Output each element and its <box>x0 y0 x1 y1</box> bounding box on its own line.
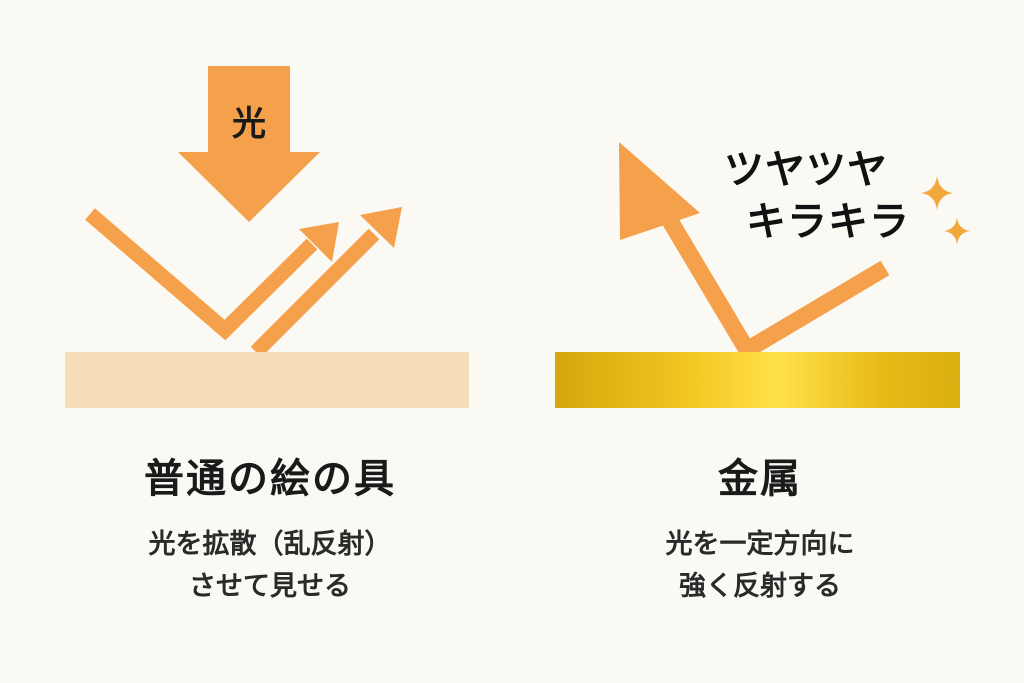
specular-reflection-arrows <box>649 194 890 362</box>
shine-line-1: ツヤツヤ <box>724 147 888 193</box>
light-label: 光 <box>232 104 266 144</box>
diffuse-reflection-arrows <box>85 208 380 358</box>
shine-line-2: キラキラ <box>746 199 910 245</box>
metal-desc-line-2: 強く反射する <box>679 571 841 602</box>
metal-description: 光を一定方向に 強く反射する <box>555 524 965 608</box>
diffuse-arrowhead-1 <box>299 222 339 262</box>
metal-surface <box>555 352 960 408</box>
sparkle-icon <box>921 176 953 210</box>
specular-arrowhead <box>619 142 700 240</box>
metal-title: 金属 <box>718 456 802 502</box>
paint-title: 普通の絵の具 <box>144 456 396 502</box>
paint-surface <box>65 352 469 408</box>
paint-desc-line-1: 光を拡散（乱反射） <box>148 529 392 560</box>
diffuse-arrowhead-2 <box>360 207 402 248</box>
metal-desc-line-1: 光を一定方向に <box>665 529 855 560</box>
sparkle-icon <box>944 217 970 245</box>
paint-description: 光を拡散（乱反射） させて見せる <box>60 524 480 608</box>
paint-desc-line-2: させて見せる <box>189 571 351 602</box>
incoming-light-arrow <box>178 66 320 222</box>
shine-label: ツヤツヤ キラキラ <box>724 144 924 248</box>
